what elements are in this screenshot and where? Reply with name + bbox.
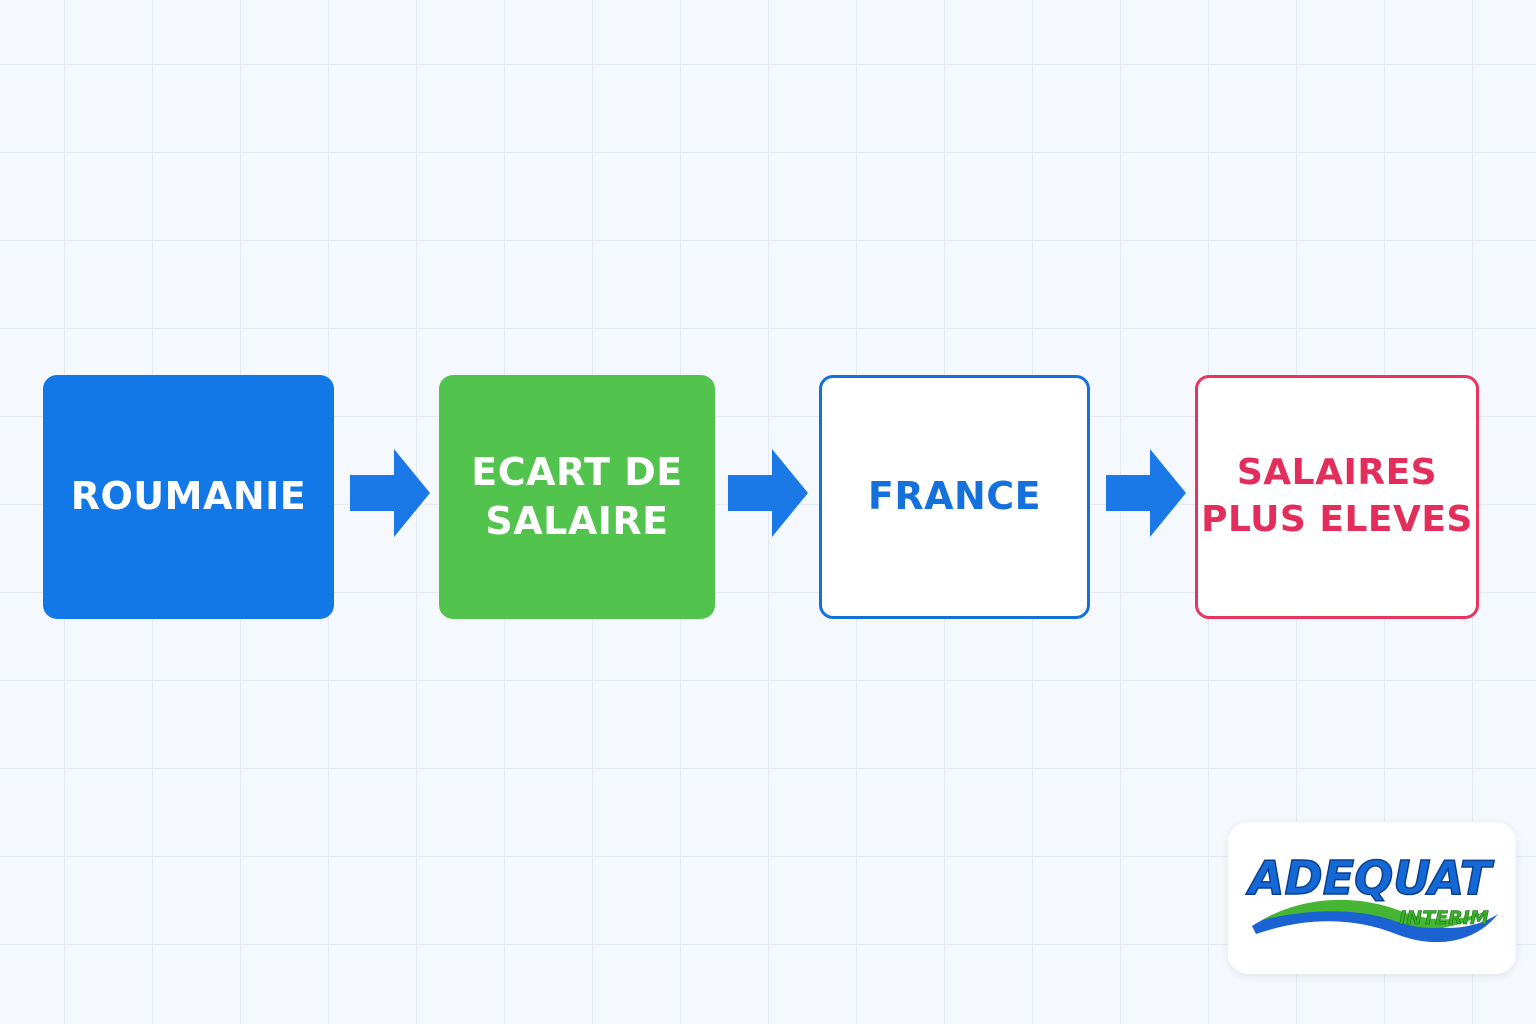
node-label-salaires-plus-eleves: SALAIRES PLUS ELEVES [1201, 452, 1473, 540]
logo-brand-text: ADEQUAT [1246, 851, 1495, 905]
node-france: FRANCE [819, 375, 1090, 619]
adequat-interim-logo: ADEQUAT INTERIM [1245, 850, 1498, 943]
node-label-france: FRANCE [867, 474, 1042, 519]
node-label-roumanie: ROUMANIE [70, 474, 307, 519]
arrow-right-icon [1106, 449, 1186, 537]
node-salaires-plus-eleves: SALAIRES PLUS ELEVES [1195, 375, 1479, 619]
node-label-ecart-de-salaire: ECART DE SALAIRE [471, 449, 683, 543]
node-ecart-de-salaire: ECART DE SALAIRE [439, 375, 715, 619]
arrow-right-icon [728, 449, 808, 537]
node-roumanie: ROUMANIE [43, 375, 334, 619]
arrow-right-icon [350, 449, 430, 537]
logo-tagline-text: INTERIM [1399, 907, 1489, 929]
brand-logo: ADEQUAT INTERIM [1228, 822, 1516, 974]
